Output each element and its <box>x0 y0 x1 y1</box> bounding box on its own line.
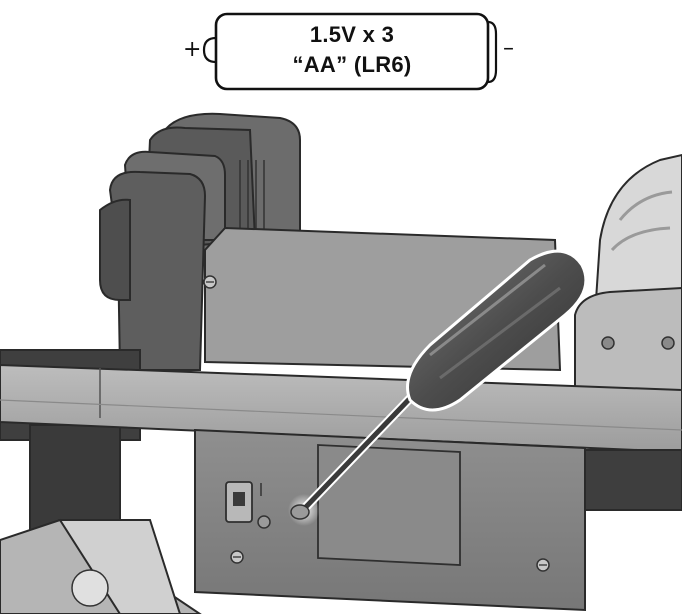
screw-icon <box>601 336 615 350</box>
product-illustration <box>0 112 682 614</box>
stand-legs <box>0 518 202 614</box>
battery-outline <box>202 12 498 91</box>
screwdriver <box>288 249 588 526</box>
positive-terminal-sign: + <box>183 37 202 62</box>
battery-voltage-count: 1.5V x 3 <box>309 22 395 47</box>
negative-terminal-sign: – <box>503 36 514 61</box>
motor-housing <box>99 112 301 371</box>
battery-compartment-panel <box>194 428 682 612</box>
blade-guard <box>574 153 682 391</box>
battery-type: “AA” (LR6) <box>292 52 412 77</box>
screw-icon <box>661 336 675 350</box>
battery-cover <box>317 444 461 566</box>
battery-spec-label: + – 1.5V x 3 “AA” (LR6) <box>0 0 682 100</box>
